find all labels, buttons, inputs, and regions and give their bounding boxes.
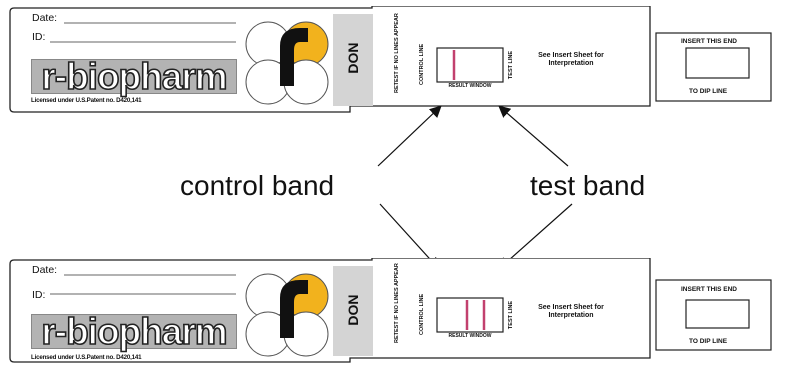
id-label: ID: <box>32 31 46 43</box>
retest-text: RETEST IF NO LINES APPEAR <box>394 263 400 343</box>
result-window-label: RESULT WINDOW <box>448 83 492 89</box>
license-text: Licensed under U.S.Patent no. D420,141 <box>31 97 142 104</box>
test-strip-bottom: Date: ID: r-biopharm Licensed under U.S.… <box>0 258 785 368</box>
control-line-label: CONTROL LINE <box>419 293 425 335</box>
insert-sheet-note: See Insert Sheet for Interpretation <box>538 52 604 68</box>
control-arrow-down <box>379 203 440 270</box>
insert-end-label: INSERT THIS END <box>681 286 737 293</box>
result-window <box>436 47 504 83</box>
result-window-label: RESULT WINDOW <box>448 333 492 339</box>
result-window <box>436 297 504 333</box>
insert-end-label: INSERT THIS END <box>681 38 737 45</box>
brand-logo: r-biopharm <box>31 312 237 351</box>
dip-line-label: TO DIP LINE <box>689 88 728 95</box>
insert-sheet-note: See Insert Sheet for Interpretation <box>538 304 604 320</box>
test-arrow-down <box>498 203 573 270</box>
control-band-label: control band <box>180 170 335 201</box>
id-label: ID: <box>32 289 46 301</box>
logo-circles <box>245 273 329 357</box>
date-label: Date: <box>32 12 58 24</box>
analyte-label: DON <box>345 294 361 326</box>
test-arrow-up <box>498 105 569 167</box>
license-text: Licensed under U.S.Patent no. D420,141 <box>31 354 142 361</box>
control-arrow-up <box>377 105 442 167</box>
test-band-label: test band <box>530 170 646 201</box>
brand-logo: r-biopharm <box>31 57 237 96</box>
logo-circles <box>245 21 329 105</box>
date-label: Date: <box>32 264 58 276</box>
test-strip-top: Date: ID: r-biopharm Licensed under U.S.… <box>0 6 785 116</box>
test-line-label: TEST LINE <box>508 300 514 330</box>
dip-line-label: TO DIP LINE <box>689 338 728 345</box>
